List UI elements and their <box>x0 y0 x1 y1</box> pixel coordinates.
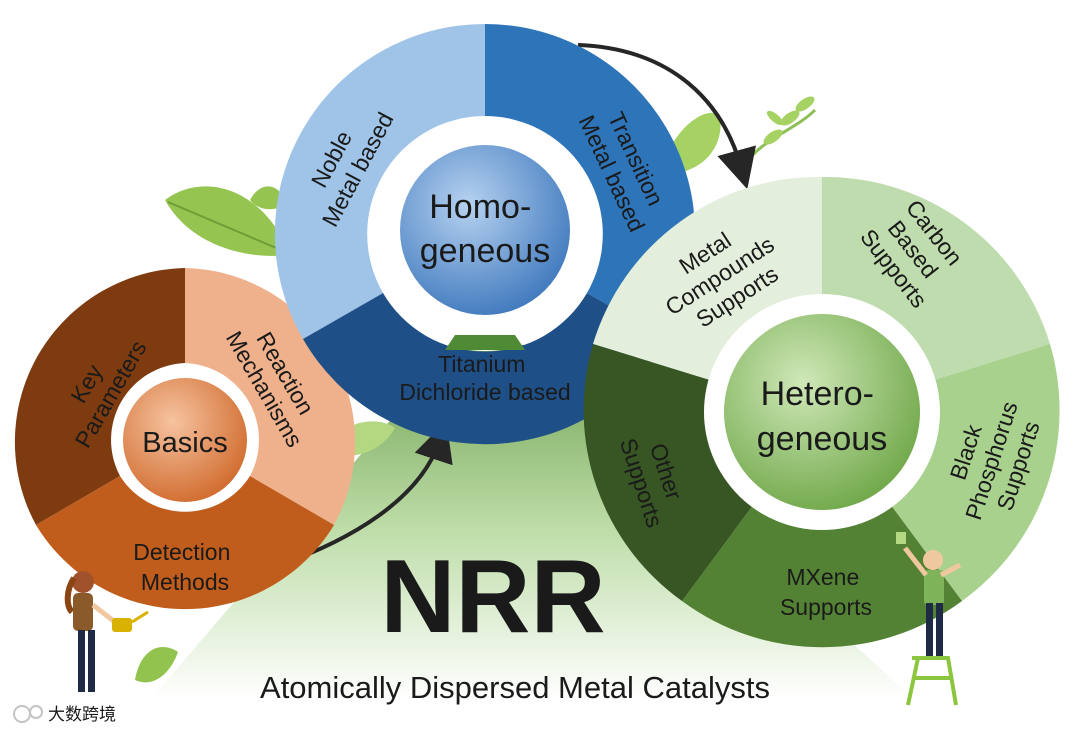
homogeneous-segment-noble[interactable] <box>274 23 485 339</box>
heterogeneous-mxene-label: MXene Supports <box>780 564 872 620</box>
homogeneous-titanium-label: Titanium Dichloride based <box>399 351 570 405</box>
homogeneous-inner-stem <box>445 335 525 350</box>
watermark: 大数跨境 <box>13 705 116 724</box>
leaf-decoration-left <box>165 186 290 256</box>
basics-segment-detection-methods[interactable] <box>36 476 334 610</box>
watermark-text: 大数跨境 <box>48 705 116 724</box>
basics-segment-key-parameters[interactable] <box>14 268 185 525</box>
main-title: NRR <box>380 539 605 655</box>
heterogeneous-center-label: Hetero- geneous <box>757 375 887 458</box>
man-on-ladder-figure <box>896 532 962 706</box>
basics-center-label: Basics <box>142 427 227 459</box>
arrow-homogeneous-to-heterogeneous <box>577 43 756 190</box>
heterogeneous-segment-metal-compounds[interactable] <box>593 176 822 385</box>
homogeneous-center-label: Homo- geneous <box>420 188 550 270</box>
heterogeneous-center[interactable] <box>724 314 920 510</box>
heterogeneous-segment-carbon[interactable] <box>822 176 1050 385</box>
basics-center[interactable] <box>123 378 247 502</box>
homogeneous-segment-titanium[interactable] <box>303 293 667 445</box>
subtitle: Atomically Dispersed Metal Catalysts <box>260 670 770 705</box>
basics-detection-methods-label: Detection Methods <box>133 539 237 595</box>
heterogeneous-segment-mxene[interactable] <box>682 489 962 648</box>
woman-watering-plant-figure <box>64 571 178 692</box>
heterogeneous-ring: Hetero- geneous Metal Compounds Supports… <box>583 176 1060 648</box>
homogeneous-center[interactable] <box>400 145 570 315</box>
